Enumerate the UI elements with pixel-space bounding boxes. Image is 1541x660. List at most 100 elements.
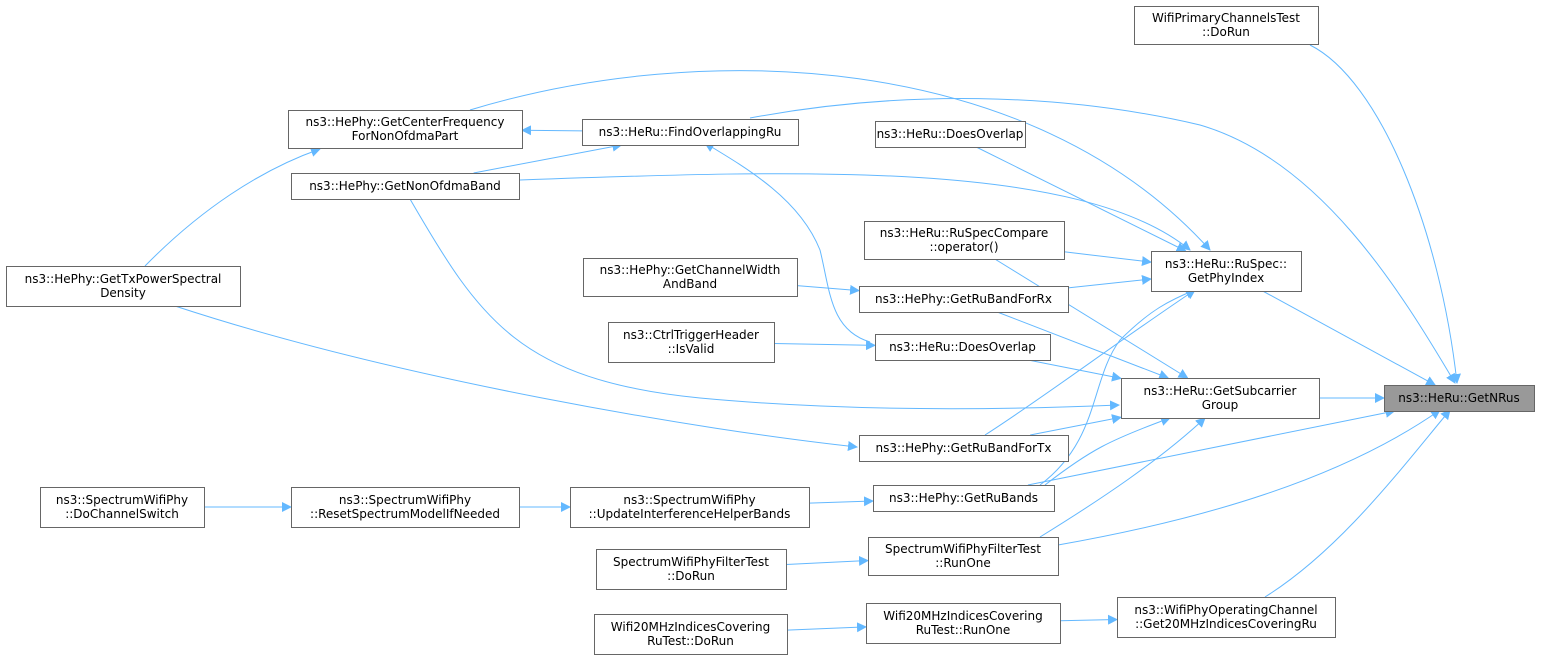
graph-node-n11[interactable]: ns3::CtrlTriggerHeader::IsValid (608, 322, 775, 363)
node-box[interactable] (1121, 378, 1320, 419)
edge-n3-to-n2 (521, 125, 583, 136)
node-box[interactable] (868, 537, 1059, 576)
node-box[interactable] (859, 286, 1069, 313)
edge-n14-to-n13 (1030, 414, 1122, 436)
node-box[interactable] (866, 603, 1061, 644)
node-label-line: ns3::HePhy::GetCenterFrequency (306, 115, 505, 129)
edge-n23-to-n0 (1264, 409, 1451, 598)
graph-node-n19[interactable]: SpectrumWifiPhyFilterTest::DoRun (596, 549, 787, 590)
graph-node-n14[interactable]: ns3::HePhy::GetRuBandForTx (859, 435, 1069, 462)
node-label-line: ns3::HeRu::FindOverlappingRu (599, 125, 782, 139)
edge-n12-to-n3 (704, 142, 871, 343)
node-label-line: ns3::HeRu::DoesOverlap (877, 127, 1024, 141)
edge-n17-to-n18 (808, 496, 874, 507)
node-box[interactable] (1384, 385, 1535, 412)
edge-n21-to-n22 (786, 622, 867, 633)
node-label-line: Wifi20MHzIndicesCovering (883, 609, 1042, 623)
node-box[interactable] (859, 435, 1069, 462)
node-label-line: ns3::SpectrumWifiPhy (56, 493, 188, 507)
node-label-line: Wifi20MHzIndicesCovering (611, 620, 770, 634)
node-box[interactable] (1117, 597, 1336, 638)
edge-n12-to-n13 (1028, 359, 1122, 382)
node-label-line: ::ResetSpectrumModelIfNeeded (310, 507, 500, 521)
graph-node-n0[interactable]: ns3::HeRu::GetNRus (1384, 385, 1535, 412)
graph-node-n5[interactable]: ns3::HePhy::GetNonOfdmaBand (291, 173, 520, 200)
graph-node-n7[interactable]: ns3::HeRu::RuSpec::GetPhyIndex (1151, 251, 1302, 292)
graph-node-n20[interactable]: SpectrumWifiPhyFilterTest::RunOne (868, 537, 1059, 576)
node-label-line: ns3::CtrlTriggerHeader (623, 328, 759, 342)
node-label-line: ns3::HePhy::GetRuBandForTx (876, 441, 1052, 455)
node-box[interactable] (291, 487, 520, 528)
node-label-line: ::UpdateInterferenceHelperBands (589, 507, 791, 521)
node-label-line: ns3::HePhy::GetRuBandForRx (875, 292, 1052, 306)
node-label-line: ::operator() (929, 240, 998, 254)
graph-node-n23[interactable]: ns3::WifiPhyOperatingChannel::Get20MHzIn… (1117, 597, 1336, 638)
node-label-line: SpectrumWifiPhyFilterTest (613, 555, 769, 569)
node-label-line: Density (100, 286, 146, 300)
edge-n18-to-n0 (1027, 407, 1396, 486)
node-box[interactable] (596, 549, 787, 590)
graph-node-n15[interactable]: ns3::SpectrumWifiPhy::DoChannelSwitch (40, 487, 205, 528)
edge-n5-to-n3 (473, 141, 623, 174)
node-label-line: ::DoRun (1202, 25, 1250, 39)
node-label-line: ::DoRun (667, 569, 715, 583)
node-box[interactable] (864, 221, 1065, 260)
graph-node-n16[interactable]: ns3::SpectrumWifiPhy::ResetSpectrumModel… (291, 487, 520, 528)
edge-n18-to-n13 (1044, 416, 1171, 486)
node-label-line: GetPhyIndex (1188, 271, 1264, 285)
graph-node-n10[interactable]: ns3::HePhy::GetRuBandForRx (859, 286, 1069, 313)
graph-node-n2[interactable]: ns3::HePhy::GetCenterFrequencyForNonOfdm… (288, 110, 523, 149)
edge-n18-to-n7 (1039, 288, 1196, 486)
node-box[interactable] (594, 614, 788, 655)
node-box[interactable] (583, 258, 798, 297)
node-box[interactable] (1151, 251, 1302, 292)
node-label-line: ::IsValid (668, 342, 715, 356)
node-label-line: ns3::HeRu::DoesOverlap (889, 340, 1036, 354)
node-box[interactable] (582, 119, 799, 146)
node-label-line: RuTest::DoRun (647, 634, 734, 648)
node-label-line: ::RunOne (935, 556, 991, 570)
graph-node-n12[interactable]: ns3::HeRu::DoesOverlap (875, 334, 1051, 361)
graph-node-n17[interactable]: ns3::SpectrumWifiPhy::UpdateInterference… (570, 487, 810, 528)
edge-n8-to-n2 (144, 147, 321, 267)
node-label-line: Group (1202, 398, 1239, 412)
edge-n6-to-n7 (1063, 251, 1152, 267)
node-label-line: ns3::HePhy::GetChannelWidth (600, 263, 781, 277)
edge-n6-to-n13 (994, 258, 1189, 379)
node-box[interactable] (6, 266, 241, 307)
node-label-line: RuTest::RunOne (916, 623, 1011, 637)
node-box[interactable] (1134, 6, 1319, 45)
node-box[interactable] (873, 485, 1055, 512)
node-box[interactable] (608, 322, 775, 363)
graph-node-n18[interactable]: ns3::HePhy::GetRuBands (873, 485, 1055, 512)
edge-n11-to-n12 (773, 340, 876, 351)
graph-node-n3[interactable]: ns3::HeRu::FindOverlappingRu (582, 119, 799, 146)
edge-n20-to-n0 (1057, 409, 1441, 546)
edge-n8-to-n14 (174, 305, 858, 452)
node-label-line: ns3::HePhy::GetTxPowerSpectral (25, 272, 222, 286)
node-box[interactable] (570, 487, 810, 528)
edge-n4-to-n7 (975, 146, 1187, 252)
graph-node-n4[interactable]: ns3::HeRu::DoesOverlap (875, 121, 1026, 148)
edge-n10-to-n7 (1067, 274, 1152, 289)
node-box[interactable] (288, 110, 523, 149)
edge-n3-to-n0 (749, 98, 1456, 384)
node-label-line: ns3::HePhy::GetNonOfdmaBand (309, 179, 501, 193)
node-box[interactable] (40, 487, 205, 528)
edge-n5-to-n13 (409, 198, 1120, 411)
node-label-line: ns3::SpectrumWifiPhy (623, 493, 755, 507)
node-label-line: SpectrumWifiPhyFilterTest (885, 542, 1041, 556)
node-box[interactable] (291, 173, 520, 200)
node-box[interactable] (875, 121, 1026, 148)
graph-node-n1[interactable]: WifiPrimaryChannelsTest::DoRun (1134, 6, 1319, 45)
node-box[interactable] (875, 334, 1051, 361)
graph-node-n6[interactable]: ns3::HeRu::RuSpecCompare::operator() (864, 221, 1065, 260)
node-label-line: ::Get20MHzIndicesCoveringRu (1135, 617, 1317, 631)
edge-n19-to-n20 (785, 555, 869, 566)
